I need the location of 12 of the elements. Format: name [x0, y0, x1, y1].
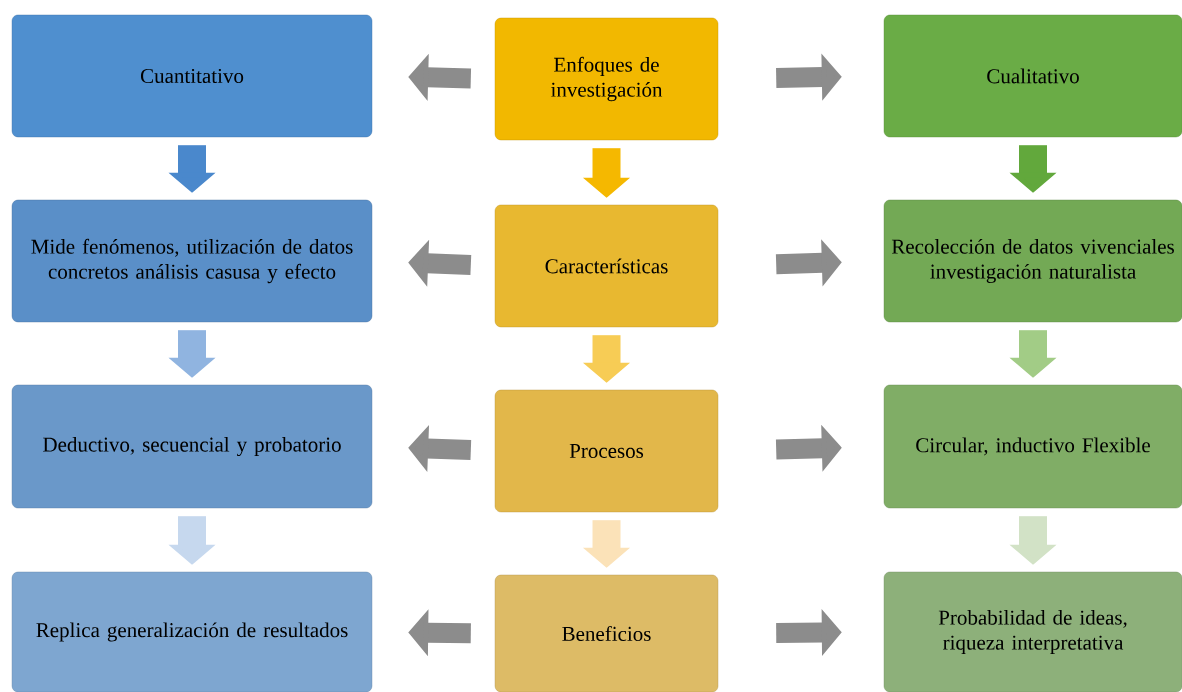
process-box: Beneficios: [494, 574, 719, 692]
process-box: Replica generalización de resultados: [11, 571, 373, 692]
process-box: Características: [494, 204, 719, 328]
process-box: Recolección de datos vivenciales investigación naturalista: [883, 199, 1182, 323]
process-box: Procesos: [494, 389, 719, 513]
process-box: Deductivo, secuencial y probatorio: [11, 384, 373, 509]
process-box: Mide fenómenos, utilización de datos concretos análisis casusa y efecto: [11, 199, 373, 323]
process-box: Cuantitativo: [11, 14, 373, 138]
process-box: Probabilidad de ideas, riqueza interpretativa: [883, 571, 1182, 692]
process-box: Circular, inductivo Flexible: [883, 384, 1182, 509]
process-box: Enfoques de investigación: [494, 17, 719, 141]
process-box: Cualitativo: [883, 14, 1182, 138]
